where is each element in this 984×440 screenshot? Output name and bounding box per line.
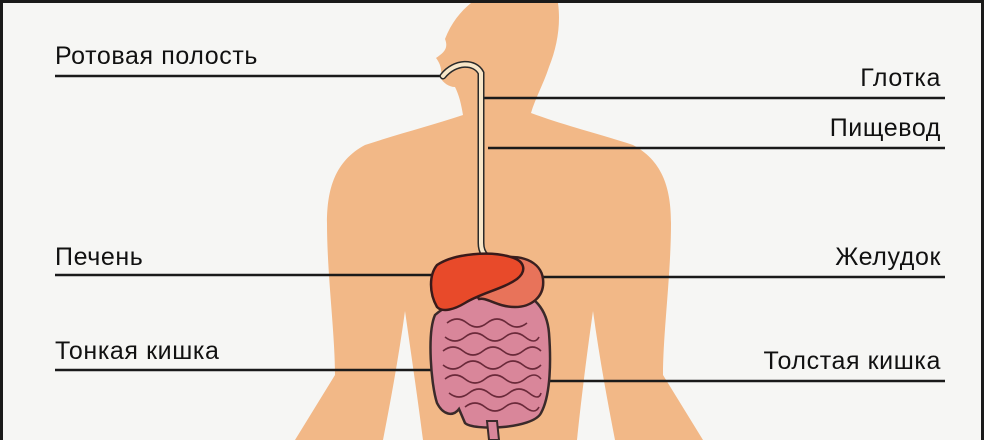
label-liver: Печень (55, 245, 143, 270)
rectum-shape (487, 421, 499, 440)
label-stomach: Желудок (835, 245, 941, 270)
label-large-intestine: Толстая кишка (764, 349, 941, 374)
label-esophagus: Пищевод (830, 116, 941, 141)
label-pharynx: Глотка (860, 66, 941, 91)
label-mouth: Ротовая полость (55, 44, 258, 69)
label-small-intestine: Тонкая кишка (55, 339, 219, 364)
large-intestine-shape (431, 293, 551, 428)
